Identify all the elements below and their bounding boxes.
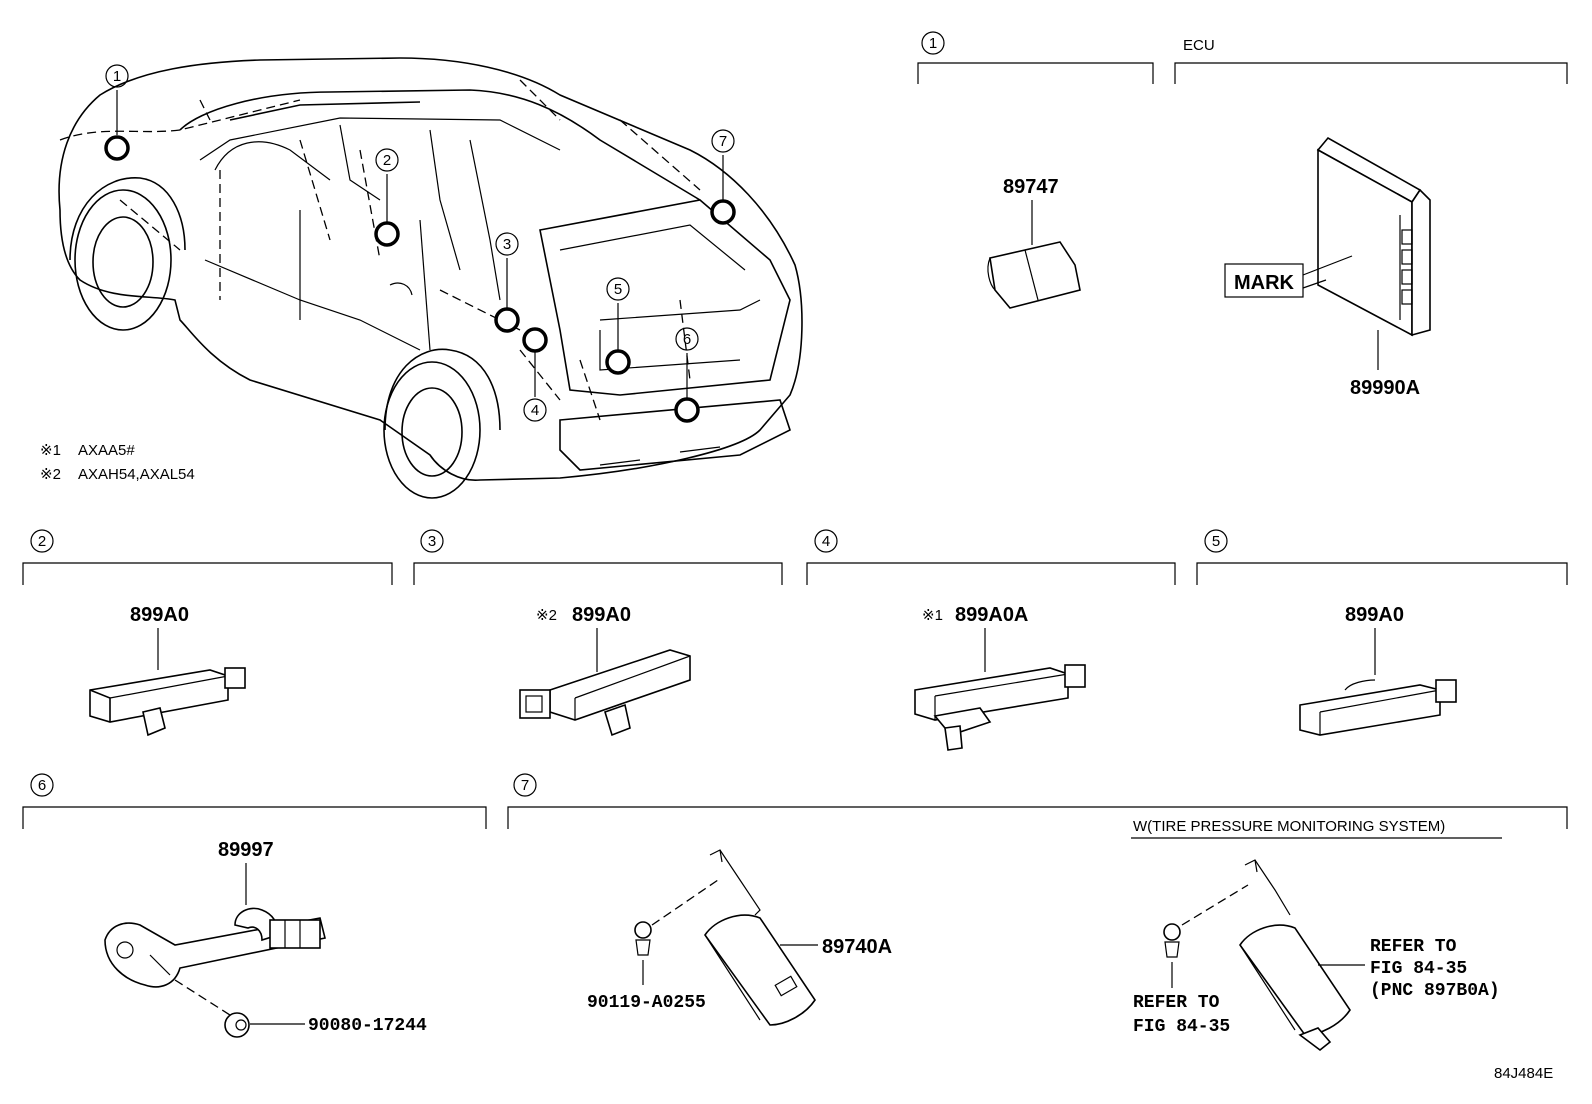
tpms-option-label: W(TIRE PRESSURE MONITORING SYSTEM) <box>1133 818 1445 835</box>
group-6: 6 89997 90080-17244 <box>22 773 487 1038</box>
location-6-label: 6 <box>683 331 691 348</box>
screw-90119-a0255-label: 90119-A0255 <box>587 993 706 1013</box>
clip-90080-17244-drawing <box>224 1012 250 1038</box>
part-899a0-g2-label: 899A0 <box>130 604 189 626</box>
diagram-code: 84J484E <box>1494 1065 1553 1082</box>
part-899a0-g2-drawing <box>89 667 246 737</box>
note-1-text: AXAA5# <box>78 442 135 459</box>
location-4-marker[interactable]: 4 <box>522 327 548 422</box>
part-899a0-g3-label: 899A0 <box>572 604 631 626</box>
group-6-number: 6 <box>38 777 46 794</box>
group-3: 3 ※2 899A0 <box>413 529 783 737</box>
part-899a0a-drawing <box>914 664 1086 751</box>
location-7-marker[interactable]: 7 <box>710 129 736 225</box>
refer-b-line-3: (PNC 897B0A) <box>1370 981 1500 1001</box>
group-5: 5 899A0 <box>1196 529 1568 736</box>
refer-a-line-1: REFER TO <box>1133 993 1220 1013</box>
part-89747-label: 89747 <box>1003 176 1059 198</box>
notes: ※1 AXAA5# ※2 AXAH54,AXAL54 <box>40 442 195 483</box>
part-899a0-g5-label: 899A0 <box>1345 604 1404 626</box>
part-89997-label: 89997 <box>218 839 274 861</box>
part-89740a-label: 89740A <box>822 936 892 958</box>
group-7: 7 90119-A0255 89740A W(TIRE PRESSURE MON… <box>507 773 1568 1052</box>
note-2-text: AXAH54,AXAL54 <box>78 466 195 483</box>
note-2-mark: ※2 <box>40 466 61 483</box>
group-3-note: ※2 <box>536 607 557 624</box>
location-6-marker[interactable]: 6 <box>674 327 700 423</box>
group-4-number: 4 <box>822 533 830 550</box>
ecu-label: ECU <box>1183 37 1215 54</box>
group-1-number: 1 <box>929 35 937 52</box>
note-1-mark: ※1 <box>40 442 61 459</box>
location-markers: 1 2 3 4 5 6 <box>104 64 736 423</box>
location-1-marker[interactable]: 1 <box>104 64 130 161</box>
part-89747-drawing <box>987 241 1081 309</box>
location-5-label: 5 <box>614 281 622 298</box>
location-1-label: 1 <box>113 68 121 85</box>
location-5-marker[interactable]: 5 <box>605 277 631 375</box>
tpms-screw-drawing <box>1163 923 1181 958</box>
group-ecu: ECU MARK 89990A <box>1174 37 1568 399</box>
part-899a0-g5-drawing <box>1299 679 1457 736</box>
group-2: 2 899A0 <box>22 529 393 737</box>
mark-box <box>1224 263 1304 298</box>
mark-label: MARK <box>1234 272 1295 294</box>
location-2-label: 2 <box>383 152 391 169</box>
location-4-label: 4 <box>531 402 539 419</box>
group-5-number: 5 <box>1212 533 1220 550</box>
clip-90080-17244-label: 90080-17244 <box>308 1016 427 1036</box>
part-89740a-drawing <box>704 849 816 1026</box>
group-7-number: 7 <box>521 777 529 794</box>
group-2-number: 2 <box>38 533 46 550</box>
group-3-number: 3 <box>428 533 436 550</box>
location-2-marker[interactable]: 2 <box>374 148 400 247</box>
part-899a0a-label: 899A0A <box>955 604 1028 626</box>
part-89990a-label: 89990A <box>1350 377 1420 399</box>
location-3-label: 3 <box>503 236 511 253</box>
part-89997-drawing <box>104 907 326 988</box>
tpms-assembly-drawing <box>1239 859 1351 1052</box>
group-1: 1 89747 <box>917 31 1154 309</box>
location-3-marker[interactable]: 3 <box>494 232 520 333</box>
location-7-label: 7 <box>719 133 727 150</box>
group-4: 4 ※1 899A0A <box>806 529 1176 751</box>
vehicle-drawing <box>58 57 803 499</box>
screw-90119-a0255-drawing <box>634 921 652 956</box>
part-899a0-g3-drawing <box>519 649 691 737</box>
refer-b-line-1: REFER TO <box>1370 937 1457 957</box>
ecu-module-drawing <box>1316 136 1431 337</box>
refer-b-line-2: FIG 84-35 <box>1370 959 1467 979</box>
group-4-note: ※1 <box>922 607 943 624</box>
refer-a-line-2: FIG 84-35 <box>1133 1017 1230 1037</box>
